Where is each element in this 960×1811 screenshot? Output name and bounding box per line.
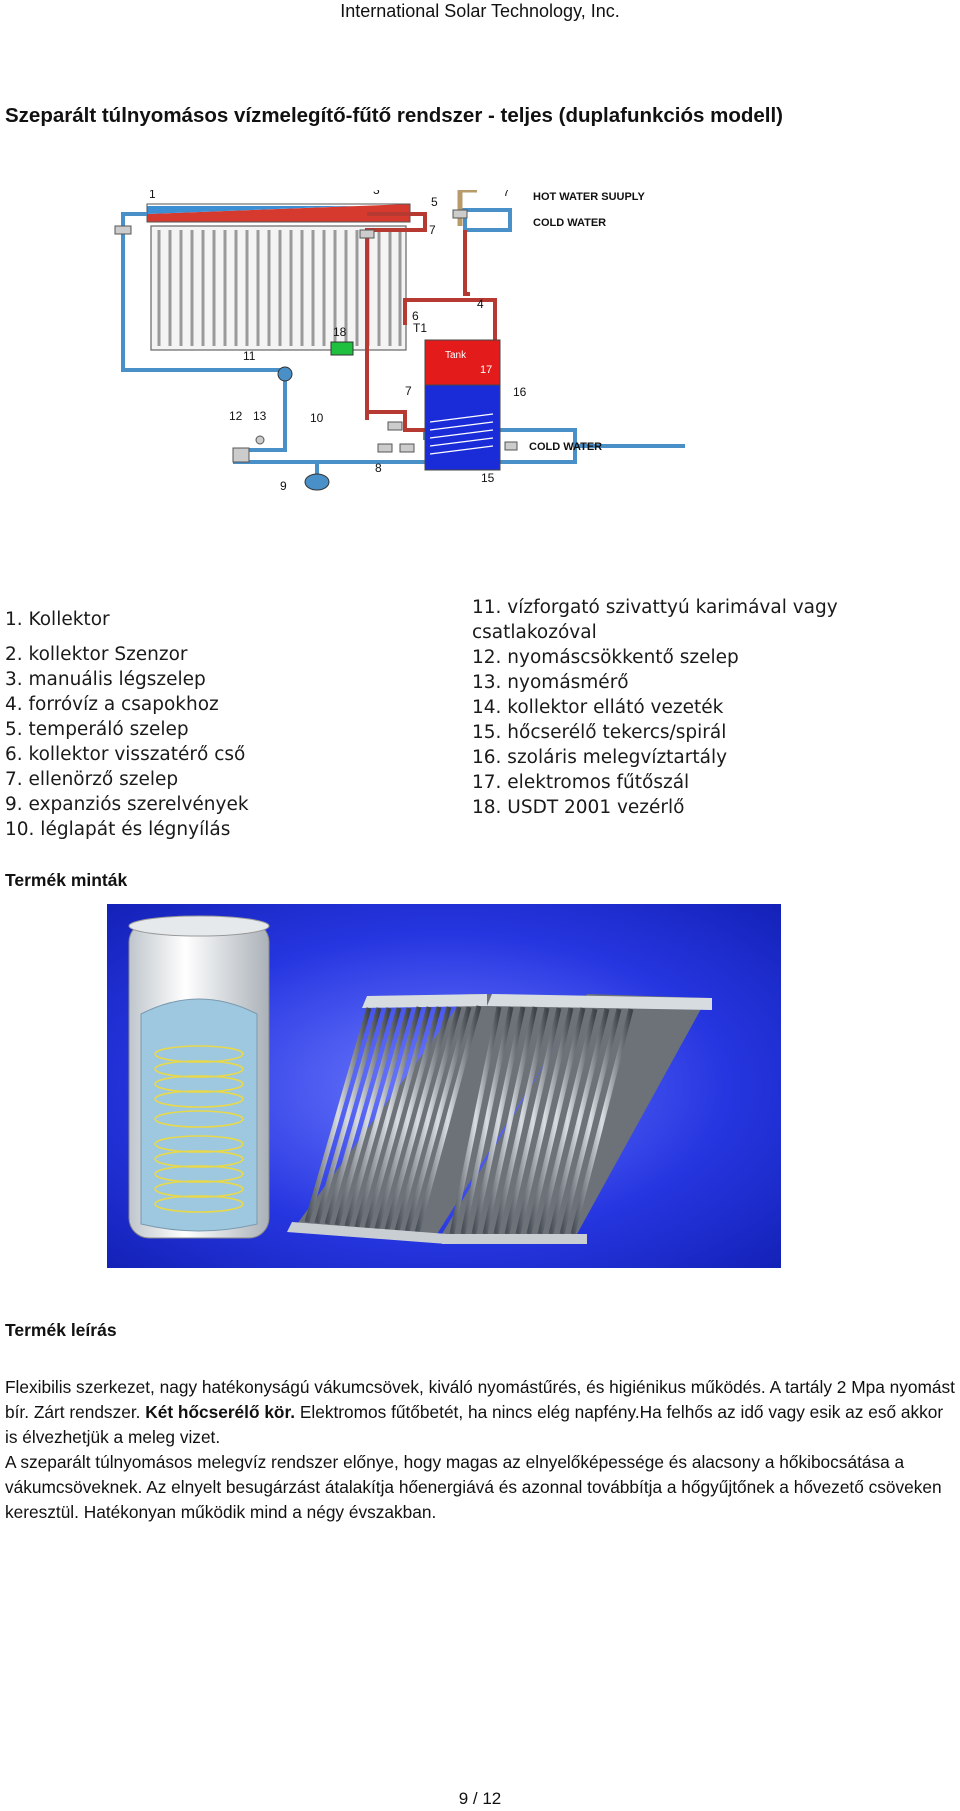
tank-label: Tank: [445, 350, 467, 361]
legend-item: 15. hőcserélő tekercs/spirál: [472, 722, 727, 743]
section-heading-description: Termék leírás: [5, 1320, 117, 1340]
valves: [114, 209, 518, 463]
label-7c: 7: [405, 384, 412, 398]
legend-right: 11. vízforgató szivattyú karimával vagy …: [472, 595, 892, 820]
legend-item: 11. vízforgató szivattyú karimával vagy …: [472, 597, 838, 643]
boiler-tank: [128, 915, 270, 1239]
label-hot-water-supply: HOT WATER SUUPLY: [533, 191, 646, 203]
legend-item: 1. Kollektor: [5, 609, 110, 630]
label-3: 3: [373, 190, 380, 197]
description-highlight: Két hőcserélő kör.: [145, 1402, 296, 1422]
product-photo: [107, 904, 781, 1268]
legend-item: 5. temperáló szelep: [5, 719, 189, 740]
description-paragraph-1: Flexibilis szerkezet, nagy hatékonyságú …: [5, 1377, 955, 1447]
label-2: 2: [263, 190, 270, 192]
controller: [330, 341, 354, 356]
company-name: International Solar Technology, Inc.: [340, 1, 620, 21]
pump: [277, 366, 293, 382]
legend-item: 3. manuális légszelep: [5, 669, 206, 690]
legend-item: 14. kollektor ellátó vezeték: [472, 697, 724, 718]
label-cold-water-bottom: COLD WATER: [529, 441, 602, 453]
label-12: 12: [229, 409, 243, 423]
solar-panels: [287, 994, 712, 1244]
page-title: Szeparált túlnyomásos vízmelegítő-fűtő r…: [5, 104, 783, 127]
label-cold-water-top: COLD WATER: [533, 217, 606, 229]
legend-item: 18. USDT 2001 vezérlő: [472, 797, 685, 818]
legend-item: 6. kollektor visszatérő cső: [5, 744, 246, 765]
expansion-vessel: [304, 473, 330, 491]
legend-item: 7. ellenörző szelep: [5, 769, 179, 790]
system-diagram: Tank 17 1 2 3 5 7 7 4 6 T1 18 11 7 16 12…: [114, 190, 685, 493]
label-t1: T1: [413, 321, 427, 335]
page-header: International Solar Technology, Inc.: [0, 0, 960, 22]
label-7b: 7: [429, 223, 436, 237]
label-8: 8: [375, 461, 382, 475]
label-13: 13: [253, 409, 267, 423]
description-paragraph-2: A szeparált túlnyomásos melegvíz rendsze…: [5, 1452, 942, 1522]
section-heading-products: Termék minták: [5, 870, 128, 890]
label-6: 6: [412, 309, 419, 323]
label-18: 18: [333, 325, 347, 339]
label-16: 16: [513, 385, 527, 399]
legend-item: 2. kollektor Szenzor: [5, 644, 188, 665]
legend-item: 17. elektromos fűtőszál: [472, 772, 690, 793]
legend-item: 12. nyomáscsökkentő szelep: [472, 647, 739, 668]
label-10: 10: [310, 411, 324, 425]
label-9: 9: [280, 479, 287, 493]
legend-item: 13. nyomásmérő: [472, 672, 629, 693]
label-5: 5: [431, 195, 438, 209]
solar-collector: [146, 203, 411, 351]
hot-pipes: [365, 212, 497, 432]
label-17: 17: [480, 364, 492, 376]
label-1: 1: [149, 190, 156, 201]
page-number: 9 / 12: [458, 1789, 502, 1808]
label-7a: 7: [503, 190, 510, 199]
label-15: 15: [481, 471, 495, 485]
label-11: 11: [243, 349, 256, 363]
legend-left: 1. Kollektor 2. kollektor Szenzor 3. man…: [5, 607, 445, 842]
legend-item: 4. forróvíz a csapokhoz: [5, 694, 219, 715]
legend-item: 16. szoláris melegvíztartály: [472, 747, 728, 768]
storage-tank: Tank 17: [424, 339, 501, 471]
product-description: Flexibilis szerkezet, nagy hatékonyságú …: [5, 1375, 960, 1525]
label-4: 4: [477, 297, 484, 311]
legend-item: 9. expanziós szerelvények: [5, 794, 249, 815]
legend-item: 10. léglapát és légnyílás: [5, 819, 231, 840]
